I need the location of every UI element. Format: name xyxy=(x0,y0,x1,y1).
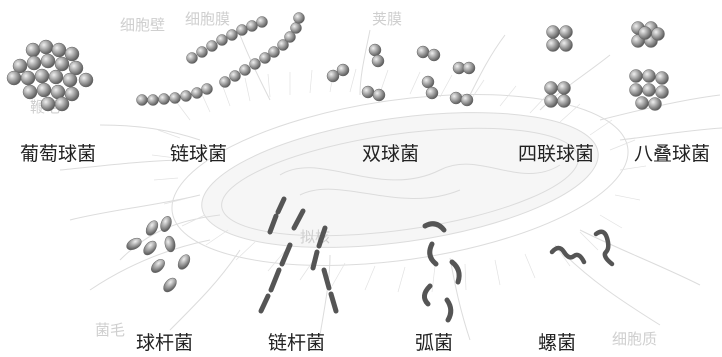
label-tetrad: 四联球菌 xyxy=(518,145,594,164)
label-staphylococcus: 葡萄球菌 xyxy=(20,145,96,164)
spirillum-cells xyxy=(552,232,612,264)
label-streptobacillus: 链杆菌 xyxy=(268,334,325,353)
tetrad-groups xyxy=(545,26,573,108)
label-sarcina: 八叠球菌 xyxy=(634,145,710,164)
sarcina-packets xyxy=(630,22,669,111)
label-spirillum: 螺菌 xyxy=(538,334,576,353)
streptococcus-chains xyxy=(137,13,305,106)
label-vibrio: 弧菌 xyxy=(415,334,453,353)
label-diplococcus: 双球菌 xyxy=(362,145,419,164)
label-coccobacillus: 球杆菌 xyxy=(136,334,193,353)
diplococcus-pairs xyxy=(327,44,475,106)
vibrio-cells xyxy=(424,224,459,320)
label-streptococcus: 链球菌 xyxy=(170,145,227,164)
staphylococcus-cluster xyxy=(7,40,93,111)
streptobacillus-chains xyxy=(261,199,336,311)
coccobacillus-cells xyxy=(125,215,193,295)
